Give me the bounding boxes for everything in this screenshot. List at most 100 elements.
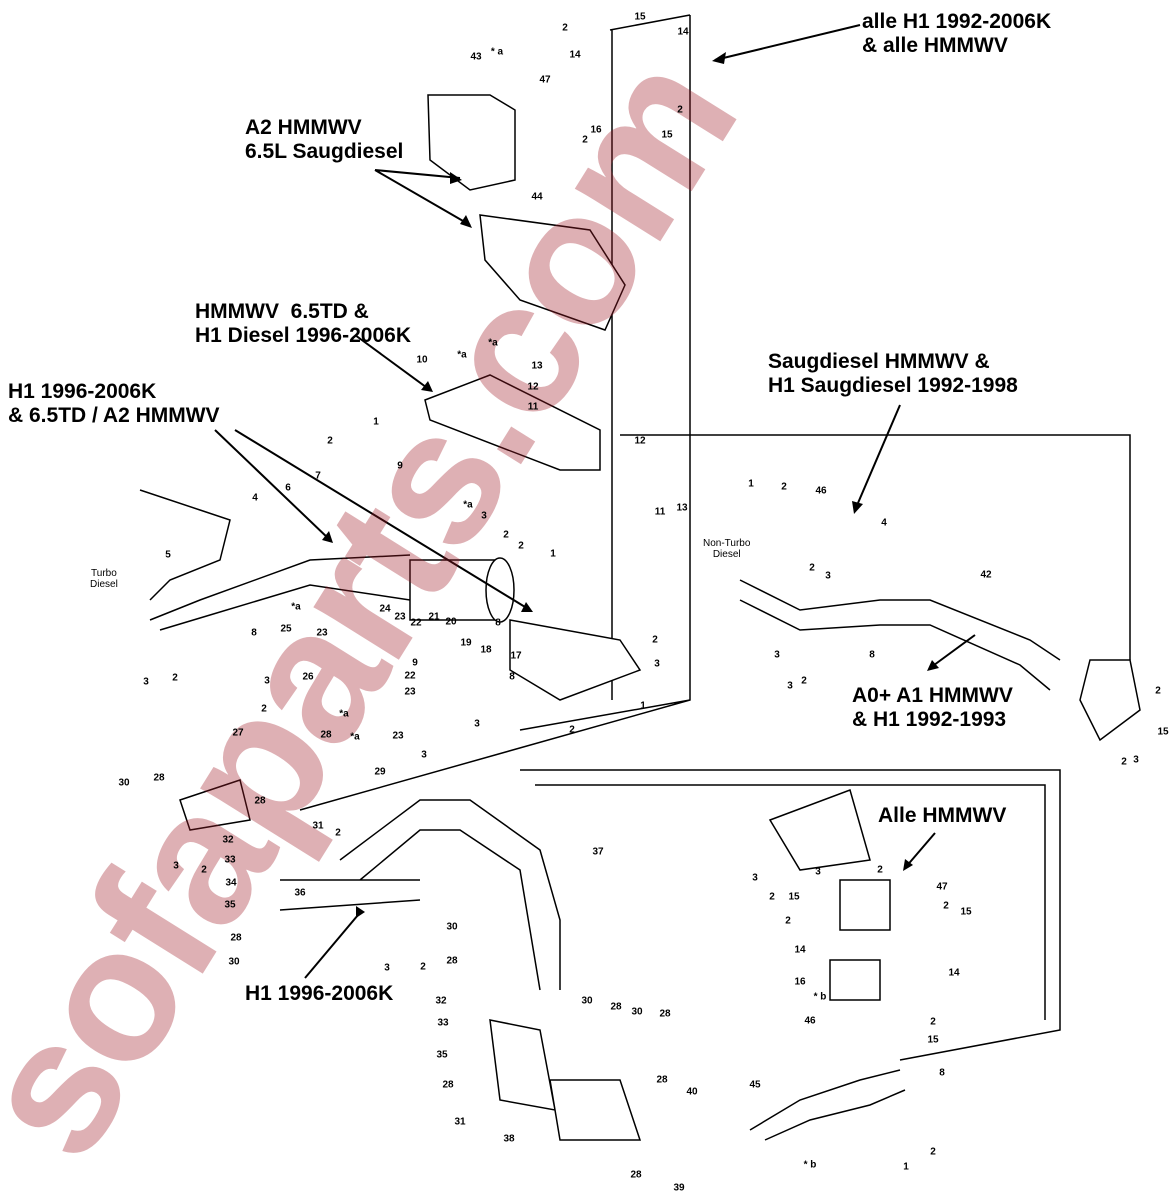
part-callout: 16 (590, 124, 602, 136)
part-callout: 23 (392, 730, 404, 742)
part-callout: 28 (254, 795, 266, 807)
label-line: 6.5L Saugdiesel (245, 140, 404, 163)
part-callout: 14 (948, 967, 960, 979)
part-callout: 5 (165, 549, 171, 561)
label-line: HMMWV 6.5TD & (195, 300, 369, 323)
part-callout: 2 (930, 1146, 936, 1158)
label-all-h1: alle H1 1992-2006K & alle HMMWV (862, 10, 1051, 58)
part-callout: 2 (785, 915, 791, 927)
part-callout: 28 (442, 1079, 454, 1091)
part-callout: 30 (446, 921, 458, 933)
part-callout: 28 (610, 1001, 622, 1013)
part-callout: 2 (1121, 756, 1127, 768)
part-callout: 3 (1133, 754, 1139, 766)
part-callout: 43 (470, 51, 482, 63)
part-callout: 40 (686, 1086, 698, 1098)
part-callout: *a (350, 731, 360, 743)
part-callout: 2 (1155, 685, 1161, 697)
part-callout: 30 (581, 995, 593, 1007)
part-callout: 19 (460, 637, 472, 649)
part-callout: 8 (509, 671, 515, 683)
part-callout: 2 (801, 675, 807, 687)
part-callout: *a (339, 708, 349, 720)
label-line: H1 Diesel 1996-2006K (195, 324, 411, 347)
part-callout: 2 (582, 134, 588, 146)
part-callout: 2 (562, 22, 568, 34)
part-callout: 3 (481, 510, 487, 522)
part-callout: 3 (825, 570, 831, 582)
part-callout: * b (813, 991, 827, 1003)
part-callout: 15 (927, 1034, 939, 1046)
part-callout: 11 (527, 401, 539, 413)
part-callout: 3 (474, 718, 480, 730)
part-callout: 26 (302, 671, 314, 683)
part-callout: *a (457, 349, 467, 361)
part-callout: 25 (280, 623, 292, 635)
label-h1-bottom: H1 1996-2006K (245, 982, 394, 1005)
part-callout: 3 (654, 658, 660, 670)
label-line: alle H1 1992-2006K (862, 10, 1052, 33)
part-callout: 33 (224, 854, 236, 866)
label-alle-hmmwv: Alle HMMWV (878, 804, 1007, 827)
label-line: Saugdiesel HMMWV & (768, 350, 990, 373)
part-callout: 30 (631, 1006, 643, 1018)
part-callout: 38 (503, 1133, 515, 1145)
part-callout: 46 (804, 1015, 816, 1027)
part-callout: 31 (454, 1116, 466, 1128)
label-h1-65td-a2: H1 1996-2006K & 6.5TD / A2 HMMWV (8, 380, 220, 428)
label-a2-hmmwv: A2 HMMWV 6.5L Saugdiesel (245, 116, 403, 164)
part-callout: 3 (264, 675, 270, 687)
part-callout: 39 (673, 1182, 685, 1194)
part-callout: *a (291, 601, 301, 613)
part-callout: 15 (661, 129, 673, 141)
part-callout: 28 (659, 1008, 671, 1020)
part-callout: 14 (677, 26, 689, 38)
part-callout: 1 (903, 1161, 909, 1173)
part-callout: 15 (1157, 726, 1169, 738)
part-callout: 36 (294, 887, 306, 899)
part-callout: 28 (656, 1074, 668, 1086)
part-callout: 2 (930, 1016, 936, 1028)
part-callout: 2 (877, 864, 883, 876)
label-line: H1 Saugdiesel 1992-1998 (768, 374, 1018, 397)
part-callout: 28 (630, 1169, 642, 1181)
part-callout: 37 (592, 846, 604, 858)
label-line: & H1 1992-1993 (852, 708, 1007, 731)
part-callout: 7 (315, 470, 321, 482)
label-line: A0+ A1 HMMWV (852, 684, 1013, 707)
part-callout: 3 (384, 962, 390, 974)
part-callout: 35 (224, 899, 236, 911)
part-callout: 47 (936, 881, 948, 893)
part-callout: 18 (480, 644, 492, 656)
label-turbo-diesel: Turbo Diesel (90, 568, 118, 590)
part-callout: 2 (781, 481, 787, 493)
part-callout: 2 (261, 703, 267, 715)
part-callout: 2 (769, 891, 775, 903)
part-callout: 9 (397, 460, 403, 472)
part-callout: *a (488, 337, 498, 349)
part-callout: 28 (320, 729, 332, 741)
label-a0-a1: A0+ A1 HMMWV & H1 1992-1993 (852, 684, 1013, 732)
part-callout: 2 (652, 634, 658, 646)
part-callout: 21 (428, 611, 440, 623)
part-callout: *a (463, 499, 473, 511)
part-callout: 12 (634, 435, 646, 447)
part-callout: 2 (172, 672, 178, 684)
part-callout: 1 (640, 700, 646, 712)
label-non-turbo-diesel: Non-Turbo Diesel (703, 538, 751, 560)
part-callout: 2 (518, 540, 524, 552)
part-callout: 15 (634, 11, 646, 23)
part-callout: 2 (943, 900, 949, 912)
part-callout: 22 (404, 670, 416, 682)
part-callout: 8 (869, 649, 875, 661)
part-callout: 3 (774, 649, 780, 661)
part-callout: 31 (312, 820, 324, 832)
part-callout: 3 (421, 749, 427, 761)
part-callout: 1 (550, 548, 556, 560)
label-hmmwv-65td: HMMWV 6.5TD & H1 Diesel 1996-2006K (195, 300, 411, 348)
part-callout: 4 (252, 492, 258, 504)
part-callout: 13 (531, 360, 543, 372)
part-callout: 2 (503, 529, 509, 541)
